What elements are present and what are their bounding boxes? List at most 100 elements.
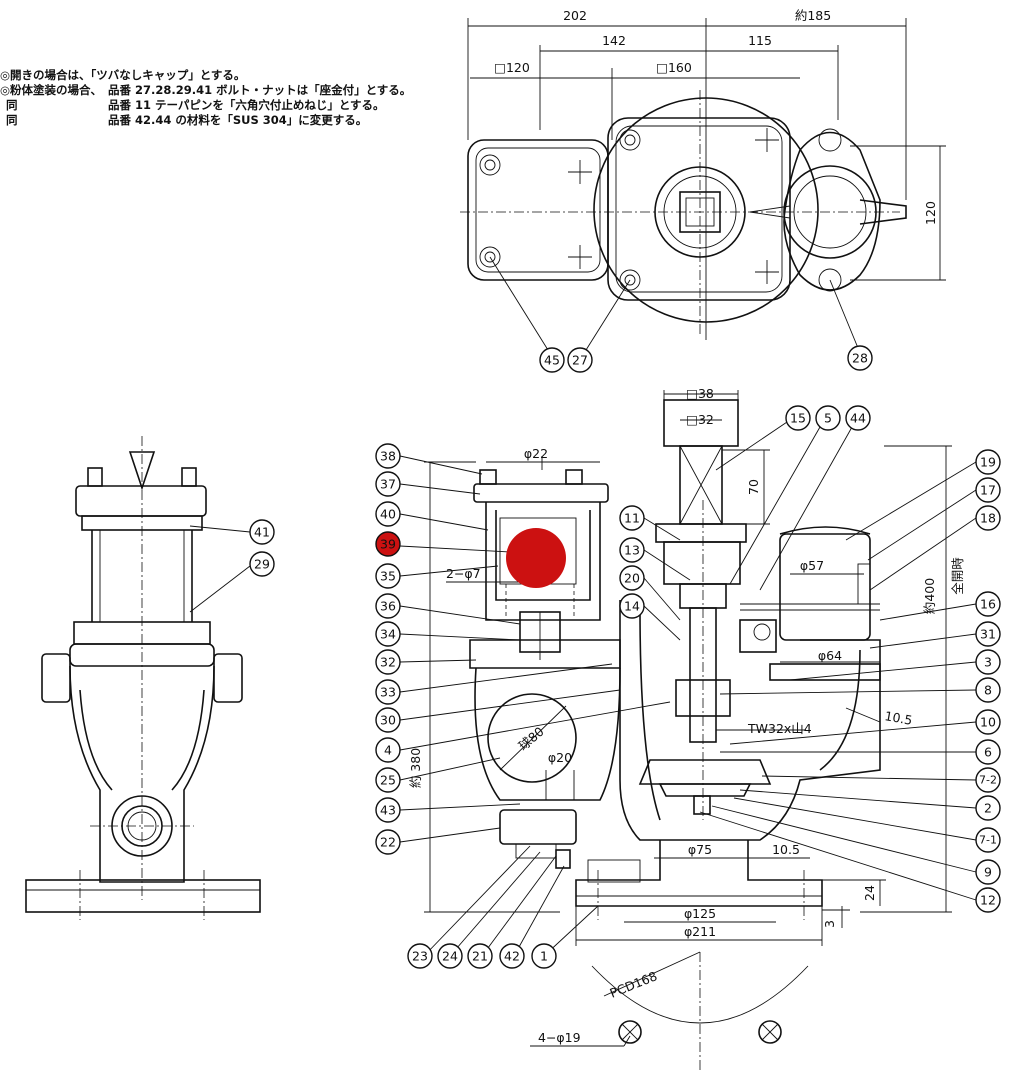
balloon: 1 [531, 943, 557, 969]
balloon: 45 [539, 347, 565, 373]
svg-text:44: 44 [850, 411, 866, 426]
balloon: 11 [619, 505, 645, 531]
svg-text:17: 17 [980, 483, 996, 498]
svg-text:10: 10 [980, 715, 996, 730]
note-prefix: 同 [6, 98, 18, 112]
svg-text:33: 33 [380, 685, 396, 700]
dim-4phi19: 4−φ19 [538, 1030, 581, 1045]
balloon: 24 [437, 943, 463, 969]
dim-3: 3 [822, 920, 837, 928]
balloon: 33 [375, 679, 401, 705]
balloon: 6 [975, 739, 1001, 765]
balloon: 7-1 [975, 827, 1001, 853]
svg-text:34: 34 [380, 627, 396, 642]
highlight-marker [506, 528, 566, 588]
dim-pcd168: PCD168 [608, 968, 660, 1001]
svg-text:3: 3 [984, 655, 992, 670]
svg-text:37: 37 [380, 477, 396, 492]
note-text: ◎開きの場合は、「ツバなしキャップ」とする。 [0, 68, 246, 82]
balloon: 32 [375, 649, 401, 675]
dim-phi22: φ22 [524, 446, 548, 461]
dim-sq160: □160 [656, 60, 692, 75]
dim-ball80: 球80 [515, 724, 546, 754]
svg-text:23: 23 [412, 949, 428, 964]
balloon: 30 [375, 707, 401, 733]
note-text: 品番 42.44 の材料を「SUS 304」に変更する。 [108, 113, 368, 127]
dim-thread: TW32x山4 [747, 721, 812, 736]
balloon: 13 [619, 537, 645, 563]
section-view: φ22 2−φ7 球80 φ20 □38 □32 [399, 386, 977, 1070]
dim-120-right: 120 [923, 201, 938, 225]
svg-text:12: 12 [980, 893, 996, 908]
balloon: 16 [975, 591, 1001, 617]
balloon: 34 [375, 621, 401, 647]
balloon: 28 [847, 345, 873, 371]
dim-185: 約185 [795, 8, 831, 23]
balloon: 21 [467, 943, 493, 969]
svg-text:14: 14 [624, 599, 640, 614]
balloon: 36 [375, 593, 401, 619]
balloon: 37 [375, 471, 401, 497]
svg-text:6: 6 [984, 745, 992, 760]
dim-10.5-a: 10.5 [883, 708, 913, 728]
note-text: 品番 27.28.29.41 ボルト・ナットは「座金付」とする。 [108, 83, 412, 97]
balloon: 8 [975, 677, 1001, 703]
dim-phi125: φ125 [684, 906, 716, 921]
balloon: 2 [975, 795, 1001, 821]
balloon: 23 [407, 943, 433, 969]
svg-text:11: 11 [624, 511, 640, 526]
balloon: 10 [975, 709, 1001, 735]
svg-text:15: 15 [790, 411, 806, 426]
balloon: 19 [975, 449, 1001, 475]
svg-text:43: 43 [380, 803, 396, 818]
svg-text:29: 29 [254, 557, 270, 572]
dim-phi75: φ75 [688, 842, 712, 857]
balloon: 38 [375, 443, 401, 469]
svg-text:5: 5 [824, 411, 832, 426]
balloon: 20 [619, 565, 645, 591]
svg-text:8: 8 [984, 683, 992, 698]
dim-sq38: □38 [686, 386, 714, 401]
balloon: 9 [975, 859, 1001, 885]
svg-text:25: 25 [380, 773, 396, 788]
svg-text:36: 36 [380, 599, 396, 614]
section-top-balloons: 15 5 44 [785, 405, 871, 431]
svg-text:32: 32 [380, 655, 396, 670]
dim-sq32: □32 [686, 412, 714, 427]
dim-sq120: □120 [494, 60, 530, 75]
note-prefix: ◎粉体塗装の場合、 [0, 83, 103, 97]
dim-10.5-b: 10.5 [772, 842, 800, 857]
note-prefix: 同 [6, 113, 18, 127]
balloon: 43 [375, 797, 401, 823]
dim-phi64: φ64 [818, 648, 842, 663]
svg-text:2: 2 [984, 801, 992, 816]
dim-phi20: φ20 [548, 750, 572, 765]
balloon: 18 [975, 505, 1001, 531]
dim-142: 142 [602, 33, 626, 48]
dim-400: 約400 [922, 578, 937, 614]
dim-phi211: φ211 [684, 924, 716, 939]
svg-text:1: 1 [540, 949, 548, 964]
svg-text:39: 39 [380, 537, 396, 552]
svg-text:7-1: 7-1 [979, 834, 997, 847]
dim-380: 約 380 [408, 748, 423, 788]
svg-text:42: 42 [504, 949, 520, 964]
balloon: 7-2 [975, 767, 1001, 793]
svg-text:24: 24 [442, 949, 458, 964]
balloon: 27 [567, 347, 593, 373]
balloon: 22 [375, 829, 401, 855]
balloon: 4 [375, 737, 401, 763]
balloon-highlighted: 39 [375, 531, 401, 557]
svg-text:41: 41 [254, 525, 270, 540]
svg-text:16: 16 [980, 597, 996, 612]
svg-text:19: 19 [980, 455, 996, 470]
svg-text:9: 9 [984, 865, 992, 880]
dim-115: 115 [748, 33, 772, 48]
svg-text:35: 35 [380, 569, 396, 584]
balloon: 15 [785, 405, 811, 431]
balloon: 29 [249, 551, 275, 577]
svg-text:22: 22 [380, 835, 396, 850]
svg-text:38: 38 [380, 449, 396, 464]
side-view-balloons: 41 29 [249, 519, 275, 577]
